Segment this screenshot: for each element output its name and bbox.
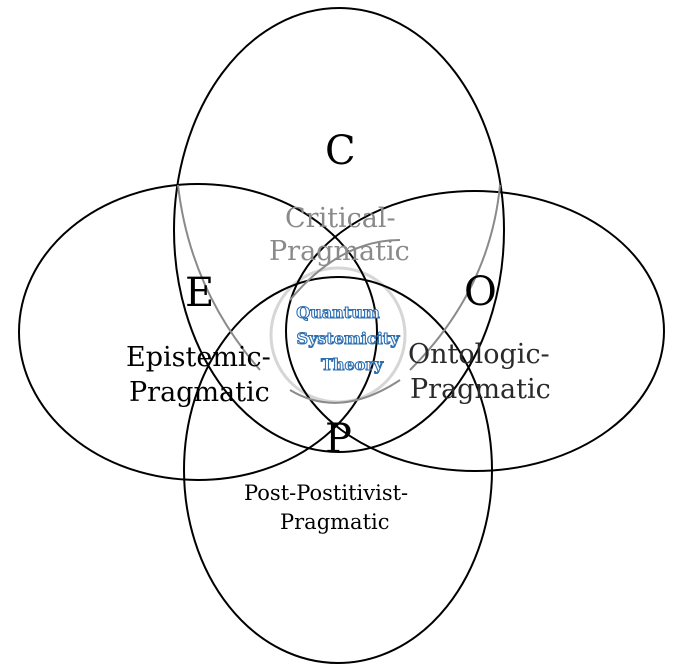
critical-inner-arc — [177, 184, 261, 371]
label-critical-line1: Critical- — [285, 203, 396, 234]
label-epistemic-line2: Pragmatic — [129, 377, 270, 408]
label-ontologic-line2: Pragmatic — [410, 374, 551, 405]
letter-c: C — [325, 128, 356, 174]
ontologic-inner-arc — [289, 239, 401, 301]
center-line2: Systemicity — [297, 329, 401, 348]
letter-p: P — [325, 416, 352, 462]
letter-e: E — [185, 270, 214, 316]
center-line3: Theory — [321, 355, 384, 374]
letter-o: O — [464, 269, 497, 315]
post-positivist-inner-arc — [289, 379, 401, 404]
label-epistemic-line1: Epistemic- — [126, 342, 271, 373]
label-post-positivist-line2: Pragmatic — [280, 510, 389, 534]
circle-critical — [173, 7, 505, 453]
critical-inner-arc-right — [409, 184, 501, 371]
label-post-positivist-line1: Post-Postitivist- — [244, 481, 408, 505]
center-line1: Quantum — [296, 303, 380, 322]
circle-epistemic — [18, 183, 378, 481]
label-ontologic-line1: Ontologic- — [408, 339, 550, 370]
circle-ontologic — [285, 190, 665, 472]
label-critical-line2: Pragmatic — [269, 236, 410, 267]
circle-post-positivist — [183, 276, 493, 664]
